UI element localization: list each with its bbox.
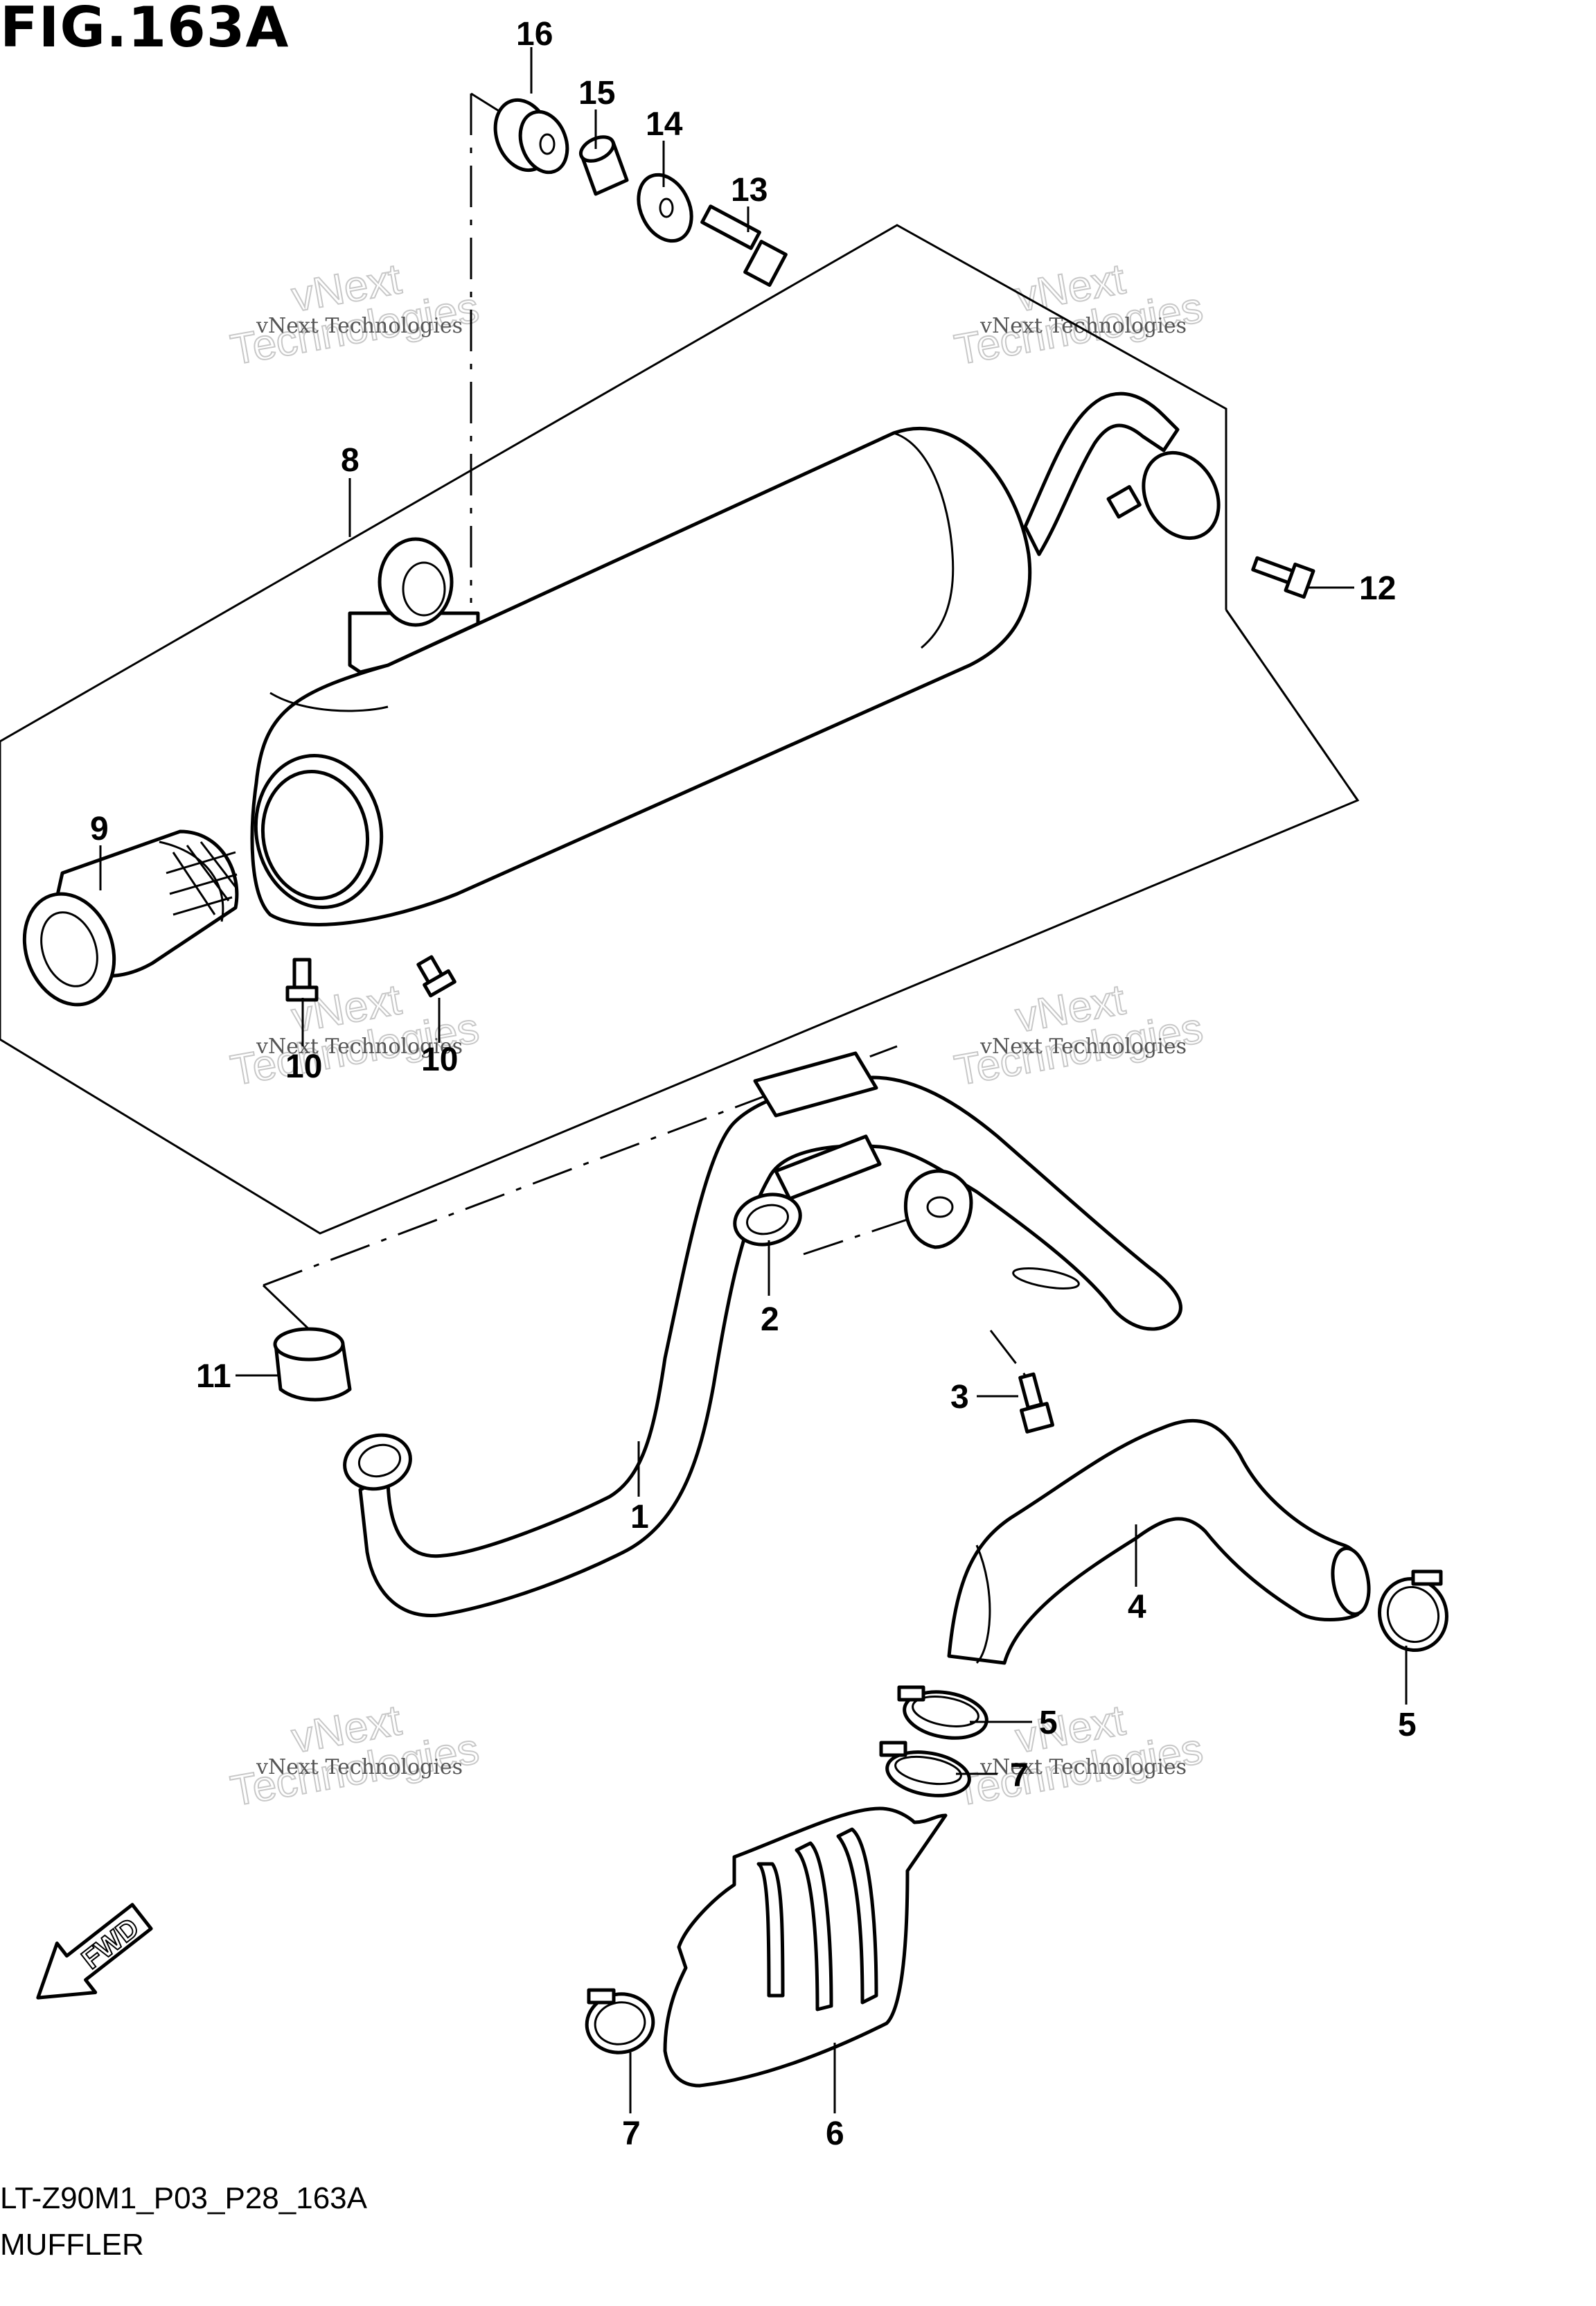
callout-5[interactable]: 5 [1039, 1705, 1058, 1741]
callout-3[interactable]: 3 [950, 1379, 969, 1416]
callout-5[interactable]: 5 [1398, 1707, 1417, 1743]
bolt-13 [700, 204, 788, 287]
spacer-15 [578, 135, 629, 196]
spark-arrester [22, 829, 239, 1007]
watermark-text: vNext Technologies [256, 1035, 463, 1059]
callout-13[interactable]: 13 [731, 172, 768, 209]
watermark-text: vNext Technologies [979, 314, 1187, 338]
callouts: 16 15 14 13 8 12 9 9 10 10 11 2 3 1 4 5 … [90, 16, 1417, 2152]
figure-name: MUFFLER [0, 2228, 144, 2262]
exhaust-pipe [343, 1051, 1182, 1617]
callout-12[interactable]: 12 [1359, 570, 1396, 607]
watermark-text: vNext Technologies [256, 314, 463, 338]
callout-8[interactable]: 8 [341, 442, 360, 479]
callout-7[interactable]: 7 [1010, 1757, 1029, 1794]
leader-lines [99, 47, 1408, 2113]
callout-10[interactable]: 10 [421, 1041, 458, 1078]
bolt-3 [989, 1330, 1054, 1434]
clamp-5-right [1378, 1569, 1448, 1653]
callout-6[interactable]: 6 [826, 2115, 844, 2152]
screw-10-left [285, 958, 319, 1002]
clamp-7-upper [879, 1741, 971, 1797]
grommet-16 [493, 98, 569, 175]
watermark-text: vNext Technologies [979, 1035, 1187, 1059]
bolt-12 [1251, 556, 1315, 599]
gasket-2 [733, 1192, 908, 1256]
rubber-11 [273, 1327, 352, 1402]
callout-16[interactable]: 16 [516, 16, 553, 53]
clamp-5-left [897, 1685, 988, 1740]
callout-2[interactable]: 2 [761, 1301, 779, 1338]
callout-10[interactable]: 10 [285, 1048, 322, 1085]
figure-code: LT-Z90M1_P03_P28_163A [0, 2181, 367, 2215]
callout-15[interactable]: 15 [578, 75, 615, 112]
washer-14 [637, 173, 693, 243]
callout-9[interactable]: 9 [90, 811, 109, 847]
callout-1[interactable]: 1 [630, 1499, 649, 1535]
screw-10-right [416, 955, 456, 998]
muffler-body [250, 391, 1221, 926]
exhaust-pipe-4 [947, 1418, 1371, 1665]
callout-4[interactable]: 4 [1128, 1589, 1146, 1626]
callout-7[interactable]: 7 [622, 2115, 641, 2152]
clamp-7-lower [585, 1988, 655, 2054]
watermark-text: vNext Technologies [979, 1755, 1187, 1779]
watermark-text: vNext Technologies [256, 1755, 463, 1779]
heat-shield [663, 1806, 948, 2088]
callout-14[interactable]: 14 [646, 106, 683, 143]
fwd-arrow-icon: FWD [36, 1903, 153, 2000]
figure-title: FIG.163A [0, 0, 290, 60]
callout-11[interactable]: 11 [196, 1358, 231, 1395]
